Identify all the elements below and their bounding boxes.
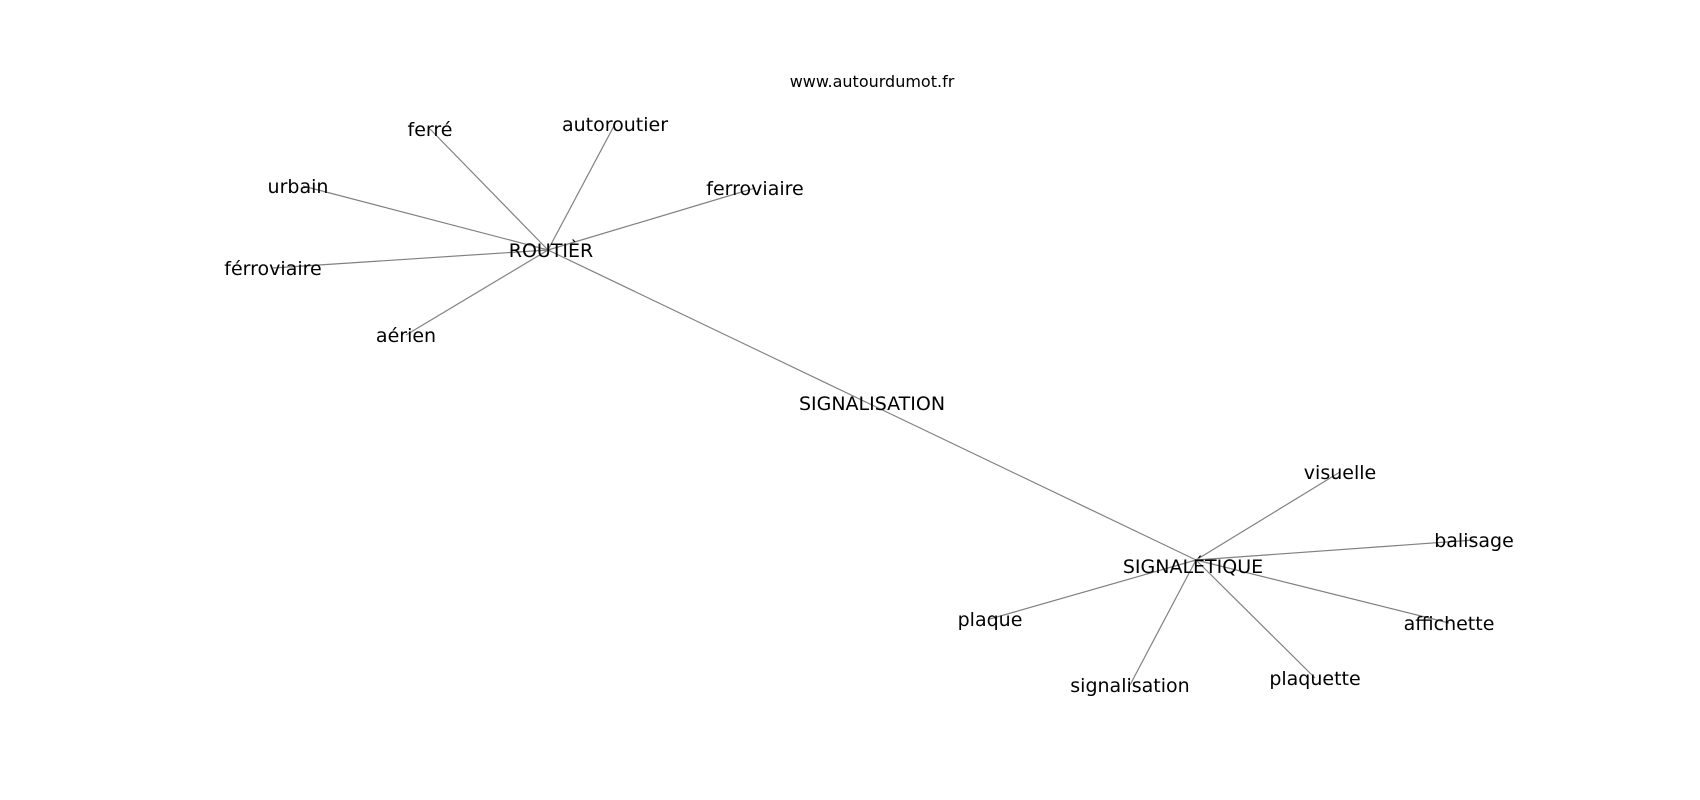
edge-signaletique-plaque	[989, 559, 1197, 620]
edge-routier-aerien	[405, 249, 549, 336]
edge-signaletique-signalisation	[1129, 559, 1197, 686]
edge-signaletique-plaquette	[1195, 559, 1316, 679]
node-hub-routier[interactable]: ROUTIÈR	[509, 239, 593, 262]
node-plaquette[interactable]: plaquette	[1269, 668, 1360, 690]
edge-routier-urbain	[302, 185, 549, 251]
edge-signaletique-visuelle	[1195, 471, 1341, 561]
node-ferroviaire[interactable]: ferroviaire	[706, 178, 803, 200]
graph-labels: www.autourdumot.fr SIGNALISATION ROUTIÈR…	[224, 72, 1513, 697]
edge-signaletique-balisage	[1195, 539, 1475, 561]
node-center[interactable]: SIGNALISATION	[799, 393, 945, 415]
edge-signaletique-affichette	[1195, 559, 1450, 624]
edge-routier-ferroviaire	[547, 187, 756, 251]
edge-routier-ferre	[429, 128, 549, 251]
edge-routier-autoroutier	[547, 123, 616, 251]
node-signalisation[interactable]: signalisation	[1070, 675, 1189, 697]
node-balisage[interactable]: balisage	[1434, 530, 1514, 552]
node-ferre[interactable]: ferré	[408, 119, 453, 141]
site-url[interactable]: www.autourdumot.fr	[790, 72, 955, 91]
node-ferroviaire-accent[interactable]: férroviaire	[224, 258, 321, 280]
node-urbain[interactable]: urbain	[268, 176, 329, 198]
edge-routier-signaletique	[547, 249, 1197, 561]
node-aerien[interactable]: aérien	[376, 325, 436, 347]
node-plaque[interactable]: plaque	[958, 609, 1023, 631]
node-visuelle[interactable]: visuelle	[1304, 462, 1376, 484]
edge-routier-ferroviaire-accent	[272, 249, 549, 269]
graph-edges	[272, 123, 1475, 686]
node-hub-signaletique[interactable]: SIGNALÉTIQUE	[1123, 555, 1263, 578]
node-affichette[interactable]: affichette	[1404, 613, 1495, 635]
node-autoroutier[interactable]: autoroutier	[562, 114, 668, 136]
